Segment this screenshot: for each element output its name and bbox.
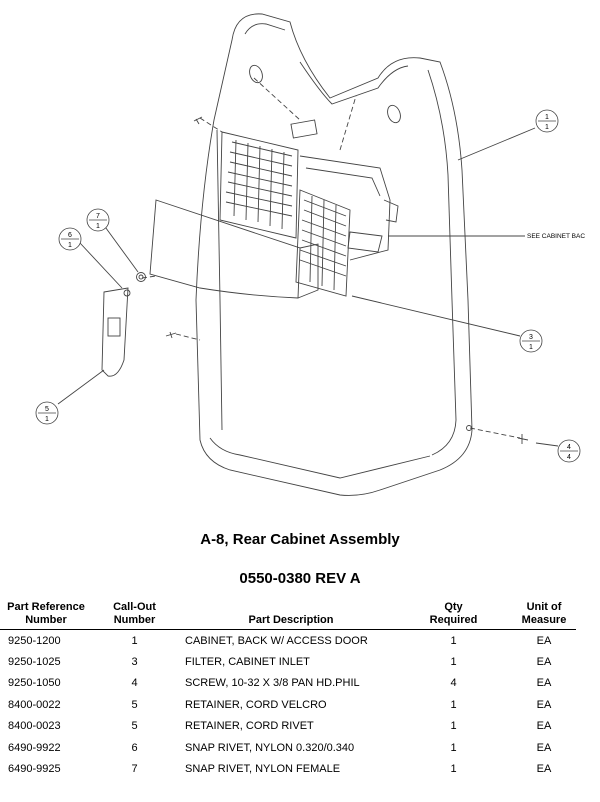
unit-of-measure: EA	[536, 741, 552, 754]
table-row: 8400-0023 5 RETAINER, CORD RIVET 1 EA	[0, 716, 576, 737]
callout-number: 1	[131, 634, 138, 647]
unit-of-measure: EA	[536, 656, 552, 669]
table-row: 6490-9922 6 SNAP RIVET, NYLON 0.320/0.34…	[0, 737, 576, 758]
qty-required: 1	[450, 698, 457, 711]
qty-required: 1	[450, 656, 457, 669]
header-part-description: Part Description	[177, 601, 405, 630]
table-row: 9250-1200 1 CABINET, BACK W/ ACCESS DOOR…	[0, 630, 576, 652]
access-door	[149, 199, 301, 299]
callout-number: 3	[131, 656, 138, 669]
part-number-title: 0550-0380 REV A	[239, 570, 361, 587]
part-reference: 6490-9925	[8, 763, 61, 776]
part-reference: 8400-0022	[8, 698, 61, 711]
svg-text:4: 4	[567, 454, 571, 461]
exploded-assembly-drawing: 1 1 7 1 6 1 3 1 5 1	[35, 13, 585, 496]
table-row: 8400-0022 5 RETAINER, CORD VELCRO 1 EA	[0, 694, 576, 715]
table-row: 9250-1025 3 FILTER, CABINET INLET 1 EA	[0, 651, 576, 672]
svg-text:5: 5	[45, 406, 49, 413]
part-description: RETAINER, CORD RIVET	[185, 720, 314, 733]
part-reference: 9250-1200	[8, 634, 61, 647]
callout-balloon-4: 4 4	[557, 439, 581, 463]
callout-balloon-1: 1 1	[535, 109, 559, 133]
svg-text:1: 1	[545, 114, 549, 121]
svg-text:1: 1	[96, 223, 100, 230]
svg-text:1: 1	[45, 416, 49, 423]
header-part-reference: Part Reference Number	[0, 601, 92, 630]
callout-number: 5	[131, 698, 138, 711]
qty-required: 1	[450, 720, 457, 733]
screw-side	[165, 331, 177, 339]
svg-text:7: 7	[96, 213, 100, 220]
part-description: SNAP RIVET, NYLON FEMALE	[185, 763, 341, 776]
callout-number: 5	[131, 720, 138, 733]
qty-required: 4	[450, 677, 457, 690]
svg-text:1: 1	[545, 124, 549, 131]
table-row: 9250-1050 4 SCREW, 10-32 X 3/8 PAN HD.PH…	[0, 673, 576, 694]
screw-lower-right	[517, 434, 529, 444]
qty-required: 1	[450, 741, 457, 754]
unit-of-measure: EA	[536, 763, 552, 776]
part-reference: 8400-0023	[8, 720, 61, 733]
callout-number: 7	[131, 763, 138, 776]
see-cabinet-note: SEE CABINET BAC	[527, 233, 585, 240]
screw-top	[193, 116, 203, 125]
callout-number: 4	[131, 677, 138, 690]
svg-text:3: 3	[529, 334, 533, 341]
unit-of-measure: EA	[536, 634, 552, 647]
cabinet-back-shell	[195, 13, 473, 496]
qty-required: 1	[450, 763, 457, 776]
unit-of-measure: EA	[536, 720, 552, 733]
parts-table: Part Reference Number Call-Out Number Pa…	[0, 601, 576, 780]
header-unit-of-measure: Unit of Measure	[512, 601, 576, 630]
part-description: SCREW, 10-32 X 3/8 PAN HD.PHIL	[185, 677, 360, 690]
callout-balloon-6: 6 1	[58, 227, 82, 251]
part-description: SNAP RIVET, NYLON 0.320/0.340	[185, 741, 355, 754]
cord-retainer	[101, 287, 129, 377]
svg-text:4: 4	[567, 444, 571, 451]
part-description: CABINET, BACK W/ ACCESS DOOR	[185, 634, 368, 647]
svg-text:1: 1	[529, 344, 533, 351]
svg-text:6: 6	[68, 232, 72, 239]
part-reference: 9250-1050	[8, 677, 61, 690]
callout-balloon-3: 3 1	[519, 329, 543, 353]
unit-of-measure: EA	[536, 677, 552, 690]
part-description: FILTER, CABINET INLET	[185, 656, 310, 669]
header-callout-number: Call-Out Number	[102, 601, 167, 630]
table-row: 6490-9925 7 SNAP RIVET, NYLON FEMALE 1 E…	[0, 758, 576, 779]
header-qty-required: Qty Required	[405, 601, 502, 630]
filter-cabinet-inlet	[295, 189, 351, 297]
part-description: RETAINER, CORD VELCRO	[185, 698, 327, 711]
callout-number: 6	[131, 741, 138, 754]
filter-grille-left	[219, 131, 299, 239]
qty-required: 1	[450, 634, 457, 647]
assembly-title: A-8, Rear Cabinet Assembly	[200, 531, 400, 548]
callout-balloon-5: 5 1	[35, 401, 59, 425]
part-reference: 9250-1025	[8, 656, 61, 669]
unit-of-measure: EA	[536, 698, 552, 711]
part-reference: 6490-9922	[8, 741, 61, 754]
svg-text:1: 1	[68, 242, 72, 249]
callout-balloon-7: 7 1	[86, 208, 110, 232]
table-header-row: Part Reference Number Call-Out Number Pa…	[0, 601, 576, 630]
